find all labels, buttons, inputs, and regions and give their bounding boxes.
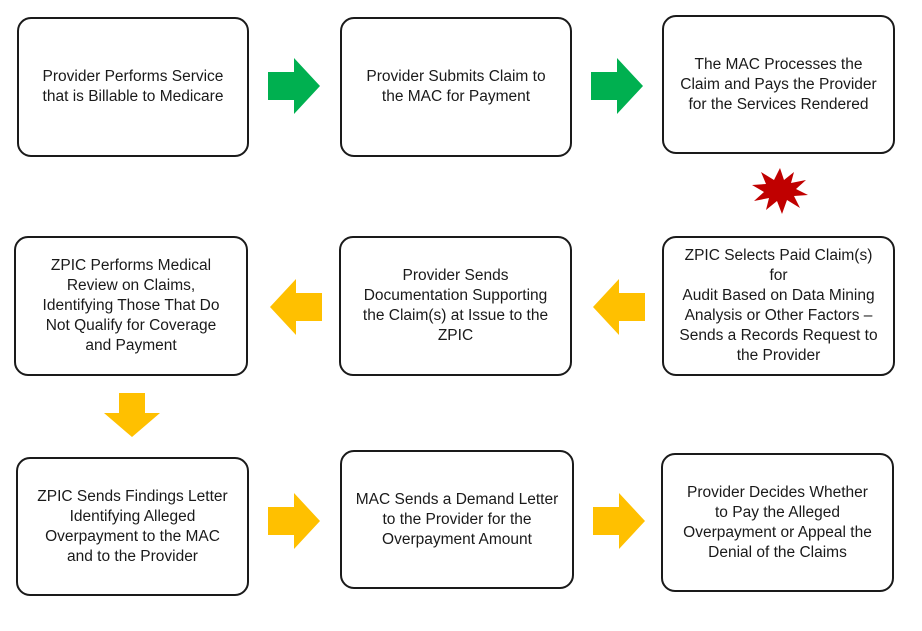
step-zpic-sends-findings-letter: ZPIC Sends Findings Letter Identifying A… — [16, 457, 249, 596]
step-label: The MAC Processes the Claim and Pays the… — [680, 55, 877, 113]
step-mac-sends-demand-letter: MAC Sends a Demand Letter to the Provide… — [340, 450, 574, 589]
arrow-right-yellow-icon — [593, 493, 645, 549]
arrow-right-yellow-icon — [268, 493, 320, 549]
arrow-right-green-icon — [591, 58, 643, 114]
step-zpic-selects-claims: ZPIC Selects Paid Claim(s) for Audit Bas… — [662, 236, 895, 376]
step-label: Provider Decides Whether to Pay the Alle… — [683, 483, 872, 561]
arrow-left-yellow-icon — [270, 279, 322, 335]
step-provider-performs-service: Provider Performs Service that is Billab… — [17, 17, 249, 157]
step-label: Provider Performs Service that is Billab… — [42, 68, 224, 105]
arrow-left-yellow-icon — [593, 279, 645, 335]
step-label: ZPIC Performs Medical Review on Claims, … — [42, 257, 220, 354]
step-provider-submits-claim: Provider Submits Claim to the MAC for Pa… — [340, 17, 572, 157]
red-burst-icon — [752, 168, 808, 214]
step-label: Provider Submits Claim to the MAC for Pa… — [366, 68, 546, 105]
step-zpic-medical-review: ZPIC Performs Medical Review on Claims, … — [14, 236, 248, 376]
step-label: Provider Sends Documentation Supporting … — [362, 267, 549, 344]
arrow-down-yellow-icon — [104, 393, 160, 437]
step-provider-sends-documentation: Provider Sends Documentation Supporting … — [339, 236, 572, 376]
arrow-right-green-icon — [268, 58, 320, 114]
step-label: MAC Sends a Demand Letter to the Provide… — [355, 490, 559, 548]
step-label: ZPIC Selects Paid Claim(s) for Audit Bas… — [679, 247, 878, 364]
step-provider-decides: Provider Decides Whether to Pay the Alle… — [661, 453, 894, 592]
step-mac-processes-claim: The MAC Processes the Claim and Pays the… — [662, 15, 895, 154]
step-label: ZPIC Sends Findings Letter Identifying A… — [37, 487, 228, 565]
